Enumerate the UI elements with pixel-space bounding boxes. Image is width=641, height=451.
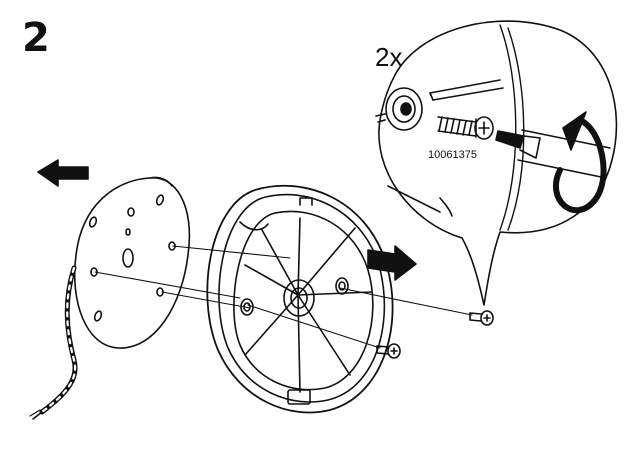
zoom-callout — [375, 20, 618, 306]
power-cable — [29, 265, 78, 420]
wall-plate — [73, 176, 191, 349]
quantity-label: 2x — [375, 42, 402, 72]
screw-icon — [469, 310, 494, 326]
lamp-base — [206, 184, 394, 414]
counterclockwise-rotate-icon — [552, 111, 607, 214]
left-arrow-icon — [37, 159, 89, 187]
step-number: 2 — [22, 15, 50, 61]
screw-icon — [376, 343, 401, 359]
right-arrow-icon — [367, 245, 417, 281]
part-number-label: 10061375 — [428, 149, 477, 161]
